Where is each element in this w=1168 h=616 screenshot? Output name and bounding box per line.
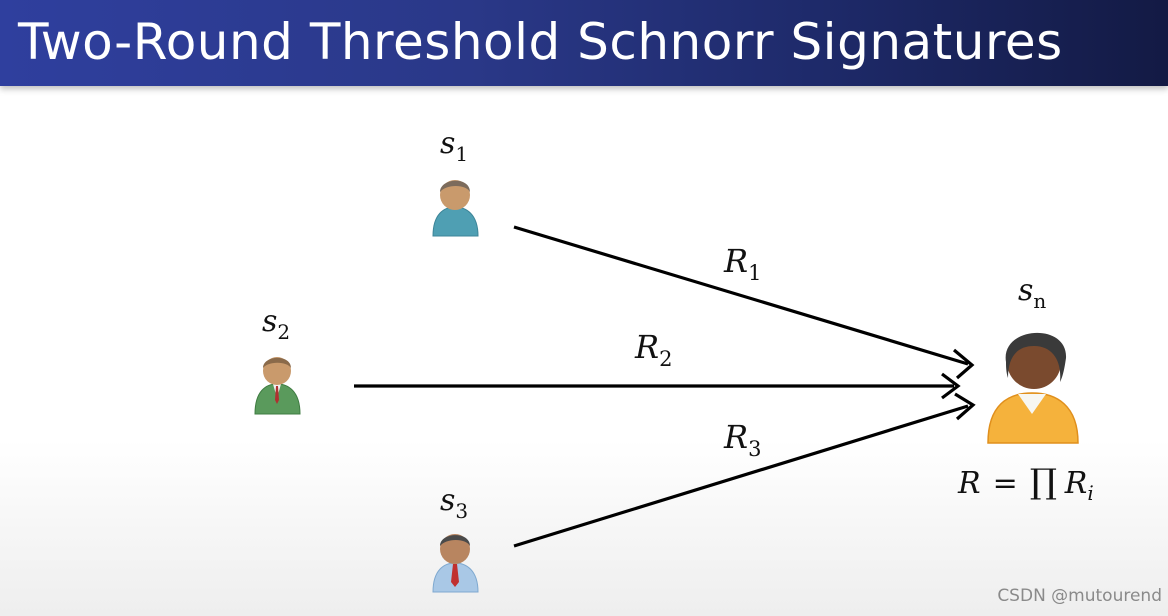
person-orange-icon <box>987 332 1079 444</box>
person-blue-shirt-icon <box>432 534 479 593</box>
arrow-r2 <box>354 372 961 400</box>
person-teal-icon <box>432 180 479 237</box>
arrow-label-r1: R1 <box>723 242 761 285</box>
signer-label-s2: s2 <box>262 304 290 344</box>
arrow-r3 <box>513 392 976 548</box>
slide-title: Two-Round Threshold Schnorr Signatures <box>18 13 1063 71</box>
arrow-label-r2: R2 <box>634 328 672 371</box>
signer-label-s1: s1 <box>440 126 468 166</box>
watermark: CSDN @mutourend <box>997 586 1162 606</box>
person-green-suit-icon <box>254 357 301 415</box>
signer-label-sn: sn <box>1018 273 1046 313</box>
signer-label-s3: s3 <box>440 483 468 523</box>
aggregation-formula: R=∏Ri <box>957 462 1094 505</box>
background-fade <box>0 440 1168 616</box>
arrow-r1 <box>513 225 975 380</box>
arrow-label-r3: R3 <box>723 418 761 461</box>
title-bar: Two-Round Threshold Schnorr Signatures <box>0 0 1168 86</box>
